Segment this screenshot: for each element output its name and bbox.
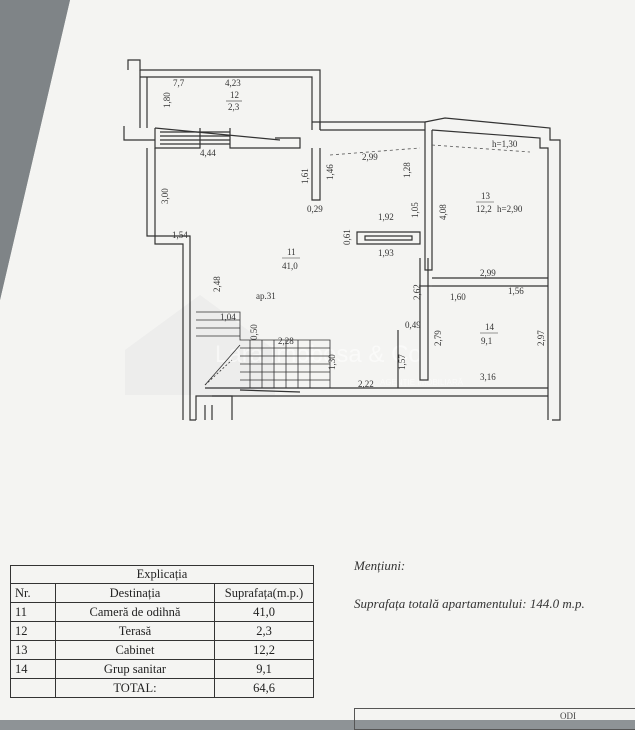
header-area: Suprafața(m.p.) bbox=[214, 583, 314, 603]
legend-table: Explicația Nr. Destinația Suprafața(m.p.… bbox=[10, 565, 314, 698]
mentions-title: Mențiuni: bbox=[354, 558, 406, 573]
row-nr: 12 bbox=[10, 621, 56, 641]
dim-label: 3,00 bbox=[160, 188, 170, 204]
total-value: 64,6 bbox=[214, 678, 314, 698]
row-nr: 11 bbox=[10, 602, 56, 622]
background-surface bbox=[0, 0, 70, 300]
dim-label: 1,28 bbox=[402, 162, 412, 178]
bottom-box-text: ODI bbox=[560, 711, 576, 721]
room-area: 12,2 bbox=[476, 204, 492, 214]
total-row: TOTAL: 64,6 bbox=[10, 678, 314, 698]
dim-label: 1,60 bbox=[450, 292, 466, 302]
watermark-subtext: AGENȚIE IMOBILIARĂ bbox=[380, 378, 464, 387]
dim-label: 1,05 bbox=[410, 202, 420, 218]
dim-label: 2,79 bbox=[433, 330, 443, 346]
room-area: 2,3 bbox=[228, 102, 240, 112]
dim-label: 2,99 bbox=[362, 152, 378, 162]
dim-label: 0,29 bbox=[307, 204, 323, 214]
dimension-labels: 7,7 4,23 1,80 4,44 2,99 1,28 h=1,30 1,61… bbox=[160, 78, 546, 389]
row-nr: 13 bbox=[10, 640, 56, 660]
bottom-stamp-box bbox=[354, 708, 635, 730]
dim-label: 1,57 bbox=[397, 354, 407, 370]
row-destination: Cabinet bbox=[55, 640, 215, 660]
room-number: 11 bbox=[287, 247, 296, 257]
table-row: 13 Cabinet 12,2 bbox=[10, 640, 314, 660]
dim-label: 2,22 bbox=[358, 379, 374, 389]
header-nr: Nr. bbox=[10, 583, 56, 603]
dim-label: 0,49 bbox=[405, 320, 421, 330]
dim-label: 7,7 bbox=[173, 78, 185, 88]
dim-label: 2,28 bbox=[278, 336, 294, 346]
dim-label: 4,08 bbox=[438, 204, 448, 220]
dim-label: 2,48 bbox=[212, 276, 222, 292]
staircase bbox=[196, 311, 331, 388]
legend-title: Explicația bbox=[10, 565, 314, 584]
room-number: 14 bbox=[485, 322, 495, 332]
table-row: 14 Grup sanitar 9,1 bbox=[10, 659, 314, 679]
header-destination: Destinația bbox=[55, 583, 215, 603]
row-area: 12,2 bbox=[214, 640, 314, 660]
dim-label: 0,50 bbox=[249, 324, 259, 340]
table-row: 11 Cameră de odihnă 41,0 bbox=[10, 602, 314, 622]
watermark-house-icon bbox=[125, 295, 275, 395]
mentions-text: Suprafața totală apartamentului: 144.0 m… bbox=[354, 596, 585, 611]
total-label: TOTAL: bbox=[55, 678, 215, 698]
room-number: 13 bbox=[481, 191, 491, 201]
dim-label: 3,16 bbox=[480, 372, 496, 382]
dim-label: 1,92 bbox=[378, 212, 394, 222]
dim-label: 4,23 bbox=[225, 78, 241, 88]
table-row: 12 Terasă 2,3 bbox=[10, 621, 314, 641]
dim-label: 2,97 bbox=[536, 330, 546, 346]
row-area: 41,0 bbox=[214, 602, 314, 622]
room-number: 12 bbox=[230, 90, 239, 100]
dim-label: 1,54 bbox=[172, 230, 188, 240]
legend-header-row: Nr. Destinația Suprafața(m.p.) bbox=[10, 583, 314, 603]
dim-label: 2,99 bbox=[480, 268, 496, 278]
row-nr: 14 bbox=[10, 659, 56, 679]
room-area: 41,0 bbox=[282, 261, 298, 271]
row-area: 2,3 bbox=[214, 621, 314, 641]
room-area: 9,1 bbox=[481, 336, 492, 346]
watermark-text: Lara Imobesa & Co bbox=[215, 341, 422, 368]
watermark: Lara Imobesa & Co AGENȚIE IMOBILIARĂ bbox=[125, 295, 464, 395]
row-destination: Terasă bbox=[55, 621, 215, 641]
apartment-label: ap.31 bbox=[256, 291, 276, 301]
dim-label: 4,44 bbox=[200, 148, 216, 158]
room-labels: 12 2,3 11 41,0 ap.31 13 12,2 h=2,90 14 9… bbox=[226, 90, 523, 346]
row-area: 9,1 bbox=[214, 659, 314, 679]
dim-label: 0,61 bbox=[342, 229, 352, 245]
dim-label: 1,93 bbox=[378, 248, 394, 258]
row-destination: Grup sanitar bbox=[55, 659, 215, 679]
walls bbox=[123, 59, 561, 421]
ceiling-height-line bbox=[329, 144, 531, 156]
dim-label: 1,56 bbox=[508, 286, 524, 296]
dim-label: 1,46 bbox=[325, 164, 335, 180]
row-destination: Cameră de odihnă bbox=[55, 602, 215, 622]
dim-label: 1,80 bbox=[162, 92, 172, 108]
dim-label: 1,04 bbox=[220, 312, 236, 322]
dim-label: 1,61 bbox=[300, 168, 310, 184]
room-height: h=2,90 bbox=[497, 204, 523, 214]
dim-label: 1,30 bbox=[327, 354, 337, 370]
dim-label: 2,62 bbox=[412, 284, 422, 300]
ceiling-note: h=1,30 bbox=[492, 139, 518, 149]
